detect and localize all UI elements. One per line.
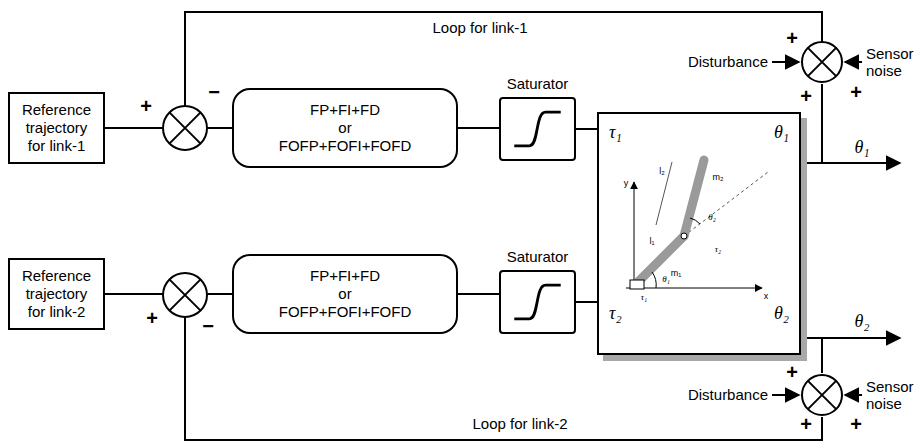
- disturbance-arrow: [772, 394, 799, 396]
- loop-label: Loop for link-1: [432, 20, 527, 37]
- port-label: θ₂: [774, 303, 789, 325]
- loop-label: Loop for link-2: [472, 416, 567, 433]
- summing-junction: [163, 106, 207, 150]
- feedback-wire: [185, 317, 822, 440]
- noise-arrow: [845, 394, 862, 396]
- summing-junction: [802, 375, 842, 415]
- angle-arc: [652, 272, 656, 288]
- junction-cross: [169, 279, 200, 310]
- y-axis: [634, 182, 635, 288]
- junction-cross: [169, 112, 200, 143]
- link-2: [684, 160, 704, 236]
- block-text: Reference trajectory for link-2: [16, 267, 97, 321]
- length-label: l₂: [659, 167, 665, 177]
- axis-label: y: [624, 179, 629, 189]
- port-label: τ₂: [609, 303, 622, 325]
- sign: +: [800, 85, 812, 107]
- sign: +: [146, 307, 158, 329]
- signal-wire: [576, 301, 597, 303]
- block-text: or: [338, 285, 351, 303]
- sign: +: [800, 413, 812, 435]
- summing-junction: [163, 42, 842, 415]
- signal-wire: [458, 127, 499, 129]
- block-title: Saturator: [507, 248, 569, 266]
- output-arrow: [801, 337, 900, 339]
- junction-cross: [808, 48, 836, 76]
- reference-box: Reference trajectory for link-1: [8, 92, 105, 164]
- joint: [681, 233, 687, 239]
- robot-box: τ₁ θ₁ τ₂ θ₂: [597, 112, 801, 355]
- output-arrow: [801, 162, 900, 164]
- port-label: τ₁: [609, 122, 622, 144]
- angle-arc: [690, 218, 700, 224]
- angle-label: θ₂: [708, 213, 716, 223]
- sign: −: [202, 315, 214, 337]
- feedback-wire: [821, 338, 823, 373]
- sign: +: [850, 81, 862, 103]
- controller-box: FP+FI+FDorFOFP+FOFI+FOFD: [232, 88, 458, 168]
- saturation-symbol: [501, 99, 574, 159]
- sign: −: [208, 81, 220, 103]
- block-text: FOFP+FOFI+FOFD: [279, 137, 412, 155]
- saturation-curve: [514, 112, 560, 146]
- output-label: θ₂: [854, 312, 869, 332]
- length-marker: [656, 162, 672, 225]
- torque-label: τ₁: [641, 293, 647, 303]
- noise-arrow: [845, 61, 862, 63]
- sign: +: [786, 27, 798, 49]
- torque-label: τ₂: [715, 245, 721, 255]
- axis-label: x: [764, 292, 769, 302]
- block-text: FP+FI+FD: [310, 101, 380, 119]
- port-label: θ₁: [774, 122, 789, 144]
- x-axis: [626, 288, 762, 289]
- disturbance-label: Disturbance: [688, 387, 768, 404]
- sign: +: [786, 361, 798, 383]
- noise-label: Sensor noise: [866, 46, 916, 79]
- reference-box: Reference trajectory for link-2: [8, 258, 105, 330]
- output-label: θ₁: [854, 138, 869, 158]
- mass-label: m₂: [713, 173, 724, 183]
- sign: +: [140, 95, 152, 117]
- saturation-symbol: [501, 272, 574, 332]
- mass-label: m₁: [671, 269, 682, 279]
- summing-junction: [163, 273, 207, 317]
- saturator-box: Saturator: [499, 97, 576, 161]
- angle-label: θ₁: [662, 275, 670, 285]
- signal-wire: [576, 128, 597, 130]
- noise-label: Sensor noise: [866, 379, 916, 412]
- saturation-curve: [514, 285, 560, 319]
- controller-box: FP+FI+FDorFOFP+FOFI+FOFD: [232, 254, 458, 334]
- saturator-box: Saturator: [499, 270, 576, 334]
- block-title: Saturator: [507, 75, 569, 93]
- length-label: l₁: [649, 237, 654, 247]
- feedback-wire: [821, 84, 823, 163]
- summing-junction: [802, 42, 842, 82]
- robot-arm-illustration: [626, 160, 768, 289]
- signal-wire: [458, 293, 499, 295]
- robot-base: [630, 280, 644, 289]
- block-text: FOFP+FOFI+FOFD: [279, 303, 412, 321]
- block-text: or: [338, 119, 351, 137]
- sign: +: [850, 413, 862, 435]
- block-text: Reference trajectory for link-1: [16, 101, 97, 155]
- disturbance-label: Disturbance: [688, 54, 768, 71]
- junction-cross: [808, 381, 836, 409]
- disturbance-arrow: [772, 61, 799, 63]
- block-text: FP+FI+FD: [310, 267, 380, 285]
- link-1: [638, 236, 684, 282]
